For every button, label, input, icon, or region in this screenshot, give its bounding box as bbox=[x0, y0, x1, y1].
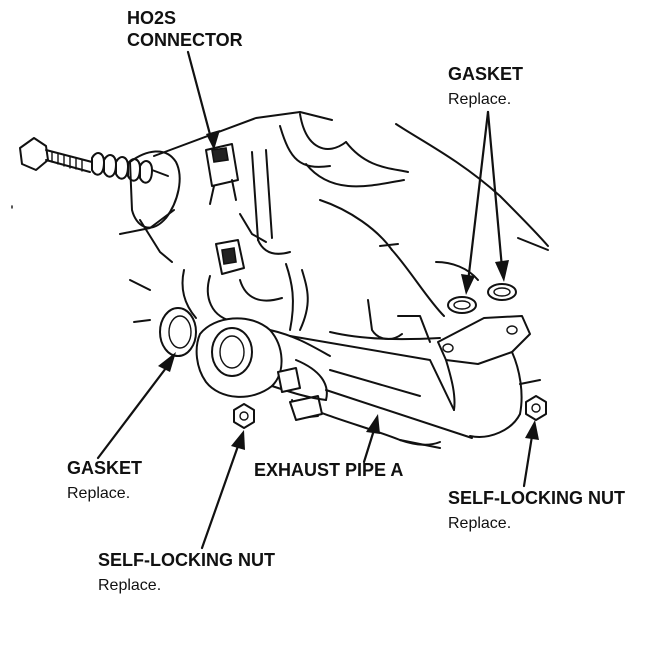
arrow-nut-right bbox=[522, 420, 539, 488]
arrow-exhaust-pipe bbox=[362, 414, 380, 464]
gasket-top-note: Replace. bbox=[448, 91, 511, 108]
component-illustration bbox=[11, 111, 549, 449]
ho2s-label-line2: CONNECTOR bbox=[127, 30, 243, 50]
arrow-gasket-top-right bbox=[486, 110, 509, 282]
nut-left-label: SELF-LOCKING NUT bbox=[98, 550, 275, 570]
flange-gaskets-top bbox=[447, 283, 517, 314]
leader-arrows bbox=[96, 50, 539, 550]
gasket-left-note: Replace. bbox=[67, 485, 130, 502]
upper-flange-bracket bbox=[119, 150, 181, 263]
nut-left-note: Replace. bbox=[98, 577, 161, 594]
callout-labels: HO2S CONNECTOR GASKET Replace. GASKET Re… bbox=[67, 8, 625, 594]
exhaust-pipe-right-flange bbox=[437, 315, 531, 438]
nut-right-label: SELF-LOCKING NUT bbox=[448, 488, 625, 508]
ho2s-label-line1: HO2S bbox=[127, 8, 176, 28]
exhaust-pipe-front-flange bbox=[195, 317, 331, 401]
self-locking-nut-left-part bbox=[233, 403, 255, 429]
large-gasket-ring bbox=[159, 307, 197, 357]
gasket-top-label: GASKET bbox=[448, 64, 523, 84]
arrow-gasket-top-left bbox=[461, 110, 490, 295]
exhaust-pipe-label: EXHAUST PIPE A bbox=[254, 460, 403, 480]
exhaust-pipe-body bbox=[289, 331, 541, 449]
arrow-nut-left bbox=[200, 430, 245, 550]
arrow-gasket-left bbox=[96, 352, 176, 460]
arrow-ho2s-connector bbox=[186, 50, 220, 150]
gasket-left-label: GASKET bbox=[67, 458, 142, 478]
engine-outline bbox=[129, 111, 549, 343]
self-locking-nut-right-part bbox=[525, 395, 547, 421]
nut-right-note: Replace. bbox=[448, 515, 511, 532]
flange-bolt-with-spring bbox=[19, 137, 169, 184]
ho2s-sensor-body bbox=[205, 143, 291, 275]
